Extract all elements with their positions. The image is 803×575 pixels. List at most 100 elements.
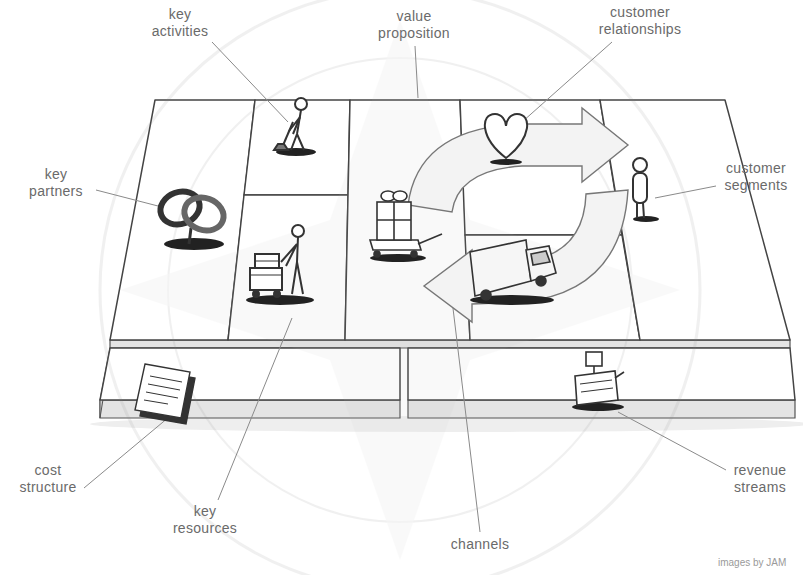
truck-icon — [531, 251, 550, 265]
cost-document — [144, 376, 182, 404]
resource-figure — [274, 291, 280, 297]
rings-icon — [164, 238, 224, 250]
block-outline — [100, 348, 400, 400]
gift-cart — [393, 191, 407, 201]
truck-icon — [470, 295, 554, 305]
gift-cart — [381, 191, 395, 201]
cost-document — [135, 364, 195, 424]
gift-cart — [370, 191, 442, 262]
leader-line — [218, 318, 292, 500]
gift-cart — [374, 251, 380, 257]
gift-cart — [370, 240, 421, 250]
gift-cart — [411, 251, 417, 257]
block-label: cost structure — [12, 462, 84, 496]
cash-register — [593, 366, 595, 373]
cost-document — [135, 364, 190, 418]
cash-register — [572, 403, 624, 411]
truck-icon — [470, 240, 556, 305]
block-surface — [460, 100, 622, 235]
customer-figure — [633, 158, 659, 222]
gift-cart — [377, 202, 411, 240]
worker-figure — [289, 117, 300, 134]
block-outline — [465, 235, 640, 340]
block-surface — [345, 100, 470, 340]
canvas-block: key activities — [244, 100, 350, 195]
block-label: channels — [435, 536, 525, 553]
heart-icon — [485, 114, 527, 165]
block-label: customer segments — [714, 160, 798, 194]
board-front-face — [408, 400, 795, 418]
customer-figure — [633, 158, 647, 172]
block-outline — [408, 348, 795, 400]
canvas-block: revenue streams — [408, 348, 795, 400]
resource-figure — [281, 244, 297, 266]
leader-line — [212, 42, 288, 122]
block-surface — [408, 348, 795, 400]
resource-figure — [250, 268, 282, 290]
resource-figure — [292, 225, 304, 237]
resource-figure — [250, 261, 282, 275]
cycle-arrow — [408, 108, 628, 322]
leader-line — [84, 412, 175, 488]
leader-line — [415, 46, 418, 98]
leader-line — [655, 186, 716, 198]
block-label: value proposition — [369, 8, 459, 42]
block-label: revenue streams — [724, 462, 796, 496]
worker-figure — [274, 144, 288, 150]
customer-figure — [633, 173, 647, 203]
resource-figure — [246, 225, 314, 305]
rings-icon — [156, 186, 229, 250]
watermark-seal — [100, 0, 700, 575]
block-label: key partners — [20, 166, 92, 200]
rings-icon — [156, 186, 205, 230]
worker-figure — [281, 122, 293, 150]
cash-register — [615, 372, 624, 378]
image-credit: images by JAM — [718, 557, 786, 568]
board-front-face — [110, 340, 790, 348]
leader-line — [452, 300, 480, 532]
block-surface — [100, 348, 400, 400]
worker-figure — [291, 110, 304, 150]
leader-line — [84, 42, 726, 532]
rings-icon — [180, 192, 229, 236]
customer-figure — [637, 203, 644, 218]
truck-icon — [470, 240, 531, 296]
worker-figure — [274, 98, 316, 156]
customer-figure — [633, 216, 659, 222]
gift-cart — [377, 202, 411, 240]
block-outline — [460, 100, 622, 235]
gift-cart — [370, 254, 426, 262]
cycle-arrow — [424, 190, 628, 322]
watermark-seal — [168, 58, 632, 522]
cash-register — [575, 371, 618, 405]
watermark-seal — [100, 0, 700, 575]
heart-icon — [485, 114, 527, 158]
leader-line — [522, 42, 612, 122]
block-label: key resources — [169, 503, 241, 537]
block-outline — [228, 195, 348, 340]
block-surface — [228, 195, 348, 340]
heart-icon — [490, 159, 522, 165]
truck-icon — [481, 290, 491, 300]
cash-register — [580, 380, 613, 392]
block-surface — [600, 100, 790, 340]
cash-register — [586, 352, 602, 366]
resource-figure — [246, 295, 314, 305]
worker-figure — [276, 148, 316, 156]
canvas-block: channels — [465, 235, 640, 340]
block-surface — [465, 235, 640, 340]
block-outline — [600, 100, 790, 340]
cash-register — [572, 352, 624, 411]
resource-figure — [253, 291, 259, 297]
block-label: customer relationships — [585, 4, 695, 38]
block-outline — [244, 100, 350, 195]
canvas-block: customer relationships — [460, 100, 622, 235]
truck-icon — [536, 276, 546, 286]
canvas-block: customer segments — [600, 100, 790, 340]
board-front-face — [100, 400, 400, 418]
board-front-face — [100, 340, 795, 418]
canvas-block: cost structure — [100, 348, 400, 400]
leader-line — [618, 412, 726, 470]
